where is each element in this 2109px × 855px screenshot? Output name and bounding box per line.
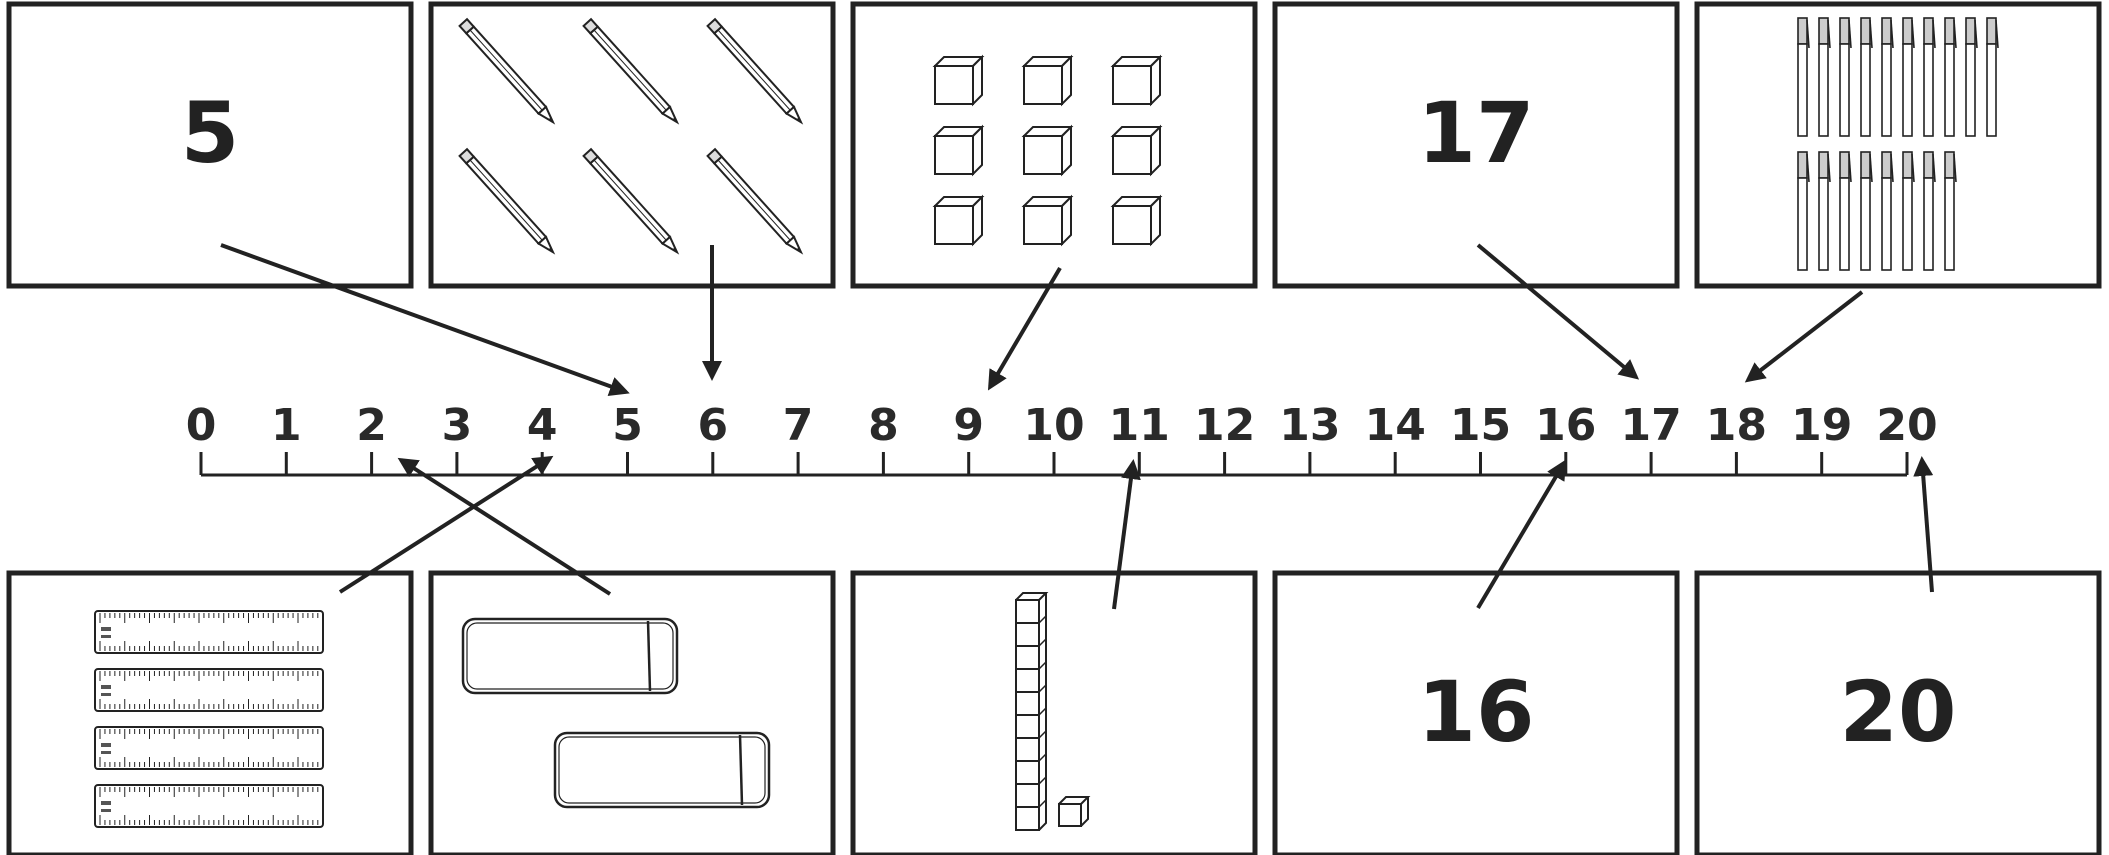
arrow-18 <box>1748 292 1862 380</box>
card-bottom-erasers <box>431 573 833 855</box>
pen-icon <box>1882 152 1893 270</box>
card-top-pens <box>1697 4 2099 286</box>
cube-icon <box>1113 197 1160 244</box>
number-line-label: 15 <box>1450 400 1511 451</box>
pen-icon <box>1966 18 1977 136</box>
number-line-label: 12 <box>1194 400 1255 451</box>
cube-icon <box>1024 57 1071 104</box>
cube-icon <box>935 127 982 174</box>
pen-icon <box>1924 152 1935 270</box>
card-numeral: 5 <box>181 84 239 182</box>
number-line-label: 8 <box>868 400 899 451</box>
cube-icon <box>935 57 982 104</box>
ruler-icon <box>95 611 323 653</box>
pen-icon <box>1798 152 1809 270</box>
number-line-label: 6 <box>697 400 728 451</box>
number-line-label: 13 <box>1279 400 1340 451</box>
ruler-icon <box>95 669 323 711</box>
number-line-label: 20 <box>1876 400 1937 451</box>
pen-icon <box>1945 18 1956 136</box>
number-line-label: 17 <box>1620 400 1681 451</box>
pen-icon <box>1987 18 1998 136</box>
pen-icon <box>1861 18 1872 136</box>
cube-icon <box>1113 127 1160 174</box>
number-line-label: 14 <box>1365 400 1426 451</box>
card-numeral: 16 <box>1418 663 1535 761</box>
number-line-label: 9 <box>953 400 984 451</box>
card-bottom-numeral-20: 20 <box>1697 573 2099 855</box>
card-top-pencils <box>431 4 833 286</box>
number-line-label: 19 <box>1791 400 1852 451</box>
card-bottom-ten-rod <box>853 573 1255 855</box>
number-line-label: 3 <box>442 400 473 451</box>
pen-icon <box>1903 152 1914 270</box>
cube-icon <box>935 197 982 244</box>
cube-icon <box>1024 127 1071 174</box>
number-line-label: 4 <box>527 400 558 451</box>
number-line-label: 10 <box>1023 400 1084 451</box>
ruler-icon <box>95 727 323 769</box>
pen-icon <box>1840 152 1851 270</box>
pen-icon <box>1819 152 1830 270</box>
card-numeral: 17 <box>1418 84 1535 182</box>
number-line-label: 5 <box>612 400 643 451</box>
number-line-label: 1 <box>271 400 302 451</box>
pen-icon <box>1945 152 1956 270</box>
pen-icon <box>1882 18 1893 136</box>
number-line-label: 11 <box>1109 400 1170 451</box>
card-numeral: 20 <box>1840 663 1957 761</box>
pen-icon <box>1924 18 1935 136</box>
card-bottom-numeral-16: 16 <box>1275 573 1677 855</box>
cube-icon <box>1113 57 1160 104</box>
pen-icon <box>1840 18 1851 136</box>
number-line-label: 7 <box>783 400 814 451</box>
cube-group <box>935 57 1160 244</box>
number-line-label: 2 <box>356 400 387 451</box>
number-line-label: 18 <box>1706 400 1767 451</box>
pen-icon <box>1903 18 1914 136</box>
pen-icon <box>1861 152 1872 270</box>
card-top-numeral-17: 17 <box>1275 4 1677 286</box>
card-top-numeral-5: 5 <box>9 4 411 286</box>
pen-icon <box>1798 18 1809 136</box>
cube-icon <box>1024 197 1071 244</box>
card-bottom-rulers <box>9 573 411 855</box>
card-top-cubes <box>853 4 1255 286</box>
number-line-label: 0 <box>186 400 217 451</box>
pen-icon <box>1819 18 1830 136</box>
number-line-label: 16 <box>1535 400 1596 451</box>
ruler-icon <box>95 785 323 827</box>
